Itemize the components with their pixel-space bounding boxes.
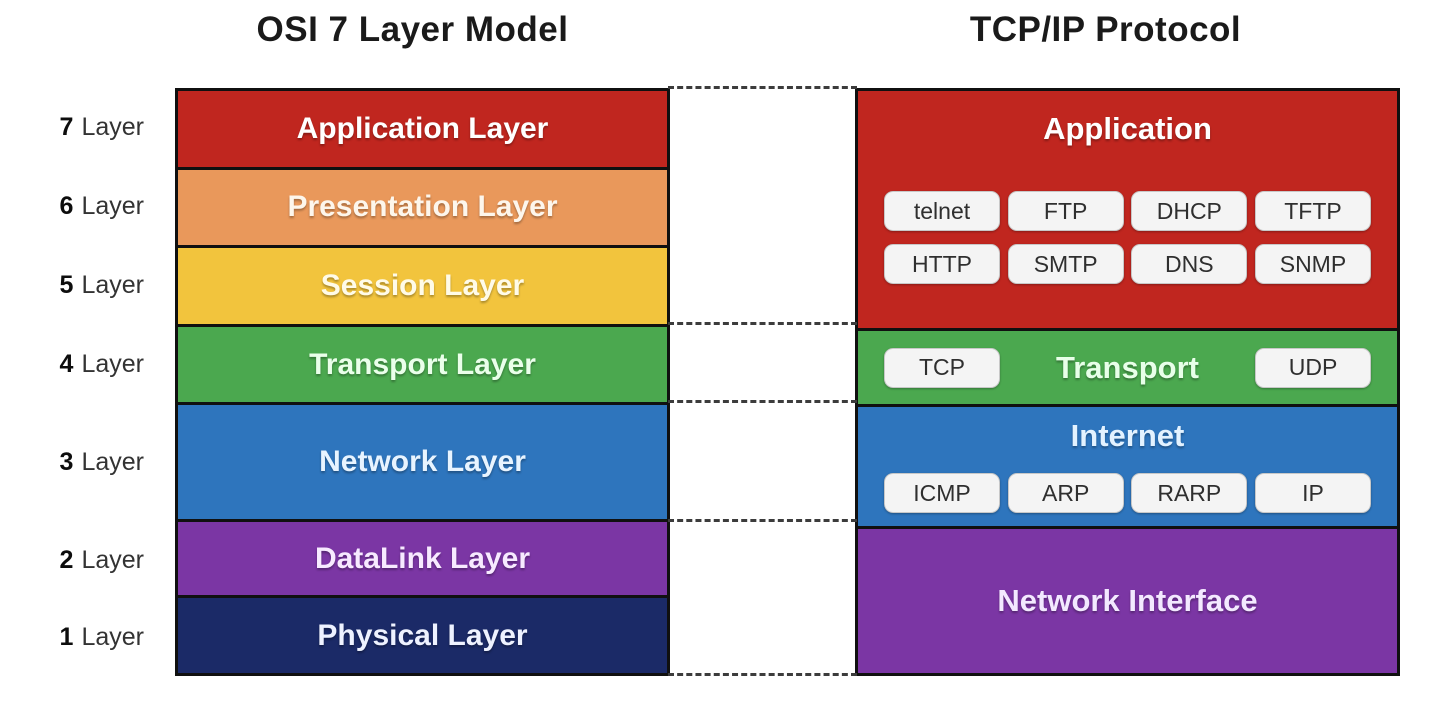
layer-number: 3 [59, 448, 74, 476]
protocol-chip-udp: UDP [1255, 347, 1371, 388]
osi-layer-application-layer: Application Layer [178, 91, 667, 167]
layer-word: Layer [81, 113, 144, 141]
protocol-chip-tftp: TFTP [1254, 191, 1371, 231]
protocol-chip-dns: DNS [1131, 244, 1248, 284]
protocol-chip-snmp: SNMP [1254, 244, 1371, 284]
layer-number: 2 [59, 545, 74, 574]
protocol-chip-ftp: FTP [1007, 191, 1124, 231]
osi-layer-label: Presentation Layer [287, 190, 558, 224]
osi-layer-datalink-layer: DataLink Layer [178, 519, 667, 596]
tcpip-layer-title: Internet [1070, 418, 1185, 454]
osi-layer-label: Physical Layer [317, 618, 528, 652]
protocol-chip-http: HTTP [884, 244, 1000, 284]
protocol-chip-arp: ARP [1007, 473, 1124, 514]
layer-number: 4 [59, 349, 74, 378]
protocol-chip-icmp: ICMP [884, 473, 1000, 514]
connector-line-transport-network [668, 400, 857, 403]
connector-line-bottom [668, 673, 857, 676]
tcpip-protocol-title: TCP/IP Protocol [969, 10, 1242, 49]
osi-layer-presentation-layer: Presentation Layer [178, 166, 667, 245]
osi-layer-session-layer: Session Layer [178, 244, 667, 325]
protocol-chip-rarp: RARP [1131, 473, 1248, 514]
layer-number: 7 [59, 113, 74, 141]
tcpip-layer-title: Application [1043, 111, 1212, 146]
osi-layer-label: Transport Layer [309, 347, 536, 381]
layer-number: 1 [59, 622, 74, 651]
tcpip-layer-title: Network Interface [997, 583, 1258, 619]
layer-word: Layer [81, 448, 144, 476]
osi-layer-label: DataLink Layer [314, 541, 531, 575]
protocol-chip-telnet: telnet [884, 191, 1000, 231]
osi-layer-transport-layer: Transport Layer [178, 324, 667, 403]
connector-line-top [668, 86, 857, 89]
osi-layer-network-layer: Network Layer [178, 402, 667, 520]
osi-layer-label: Application Layer [296, 111, 549, 145]
layer-word: Layer [81, 270, 144, 299]
layer-word: Layer [81, 545, 144, 574]
tcpip-layer-transport: TCP Transport UDP [858, 328, 1397, 405]
osi-layer-label: Session Layer [320, 268, 525, 302]
layer-number: 6 [59, 191, 74, 220]
connector-line-network-datalink [668, 519, 857, 522]
layer-word: Layer [81, 349, 144, 378]
protocol-chip-ip: IP [1254, 473, 1371, 514]
osi-layer-physical-layer: Physical Layer [178, 595, 667, 673]
connector-line-session-transport [668, 322, 857, 325]
tcpip-layer-network-interface: Network Interface [858, 526, 1397, 673]
protocol-chip-dhcp: DHCP [1131, 191, 1248, 231]
osi-model-title: OSI 7 Layer Model [256, 10, 569, 49]
protocol-chip-tcp: TCP [884, 347, 1000, 388]
osi-layer-label: Network Layer [319, 445, 526, 479]
protocol-chip-smtp: SMTP [1007, 244, 1124, 284]
layer-number: 5 [59, 270, 74, 299]
tcpip-layer-title: Transport [1056, 349, 1199, 385]
layer-word: Layer [81, 622, 144, 651]
layer-word: Layer [81, 191, 144, 220]
